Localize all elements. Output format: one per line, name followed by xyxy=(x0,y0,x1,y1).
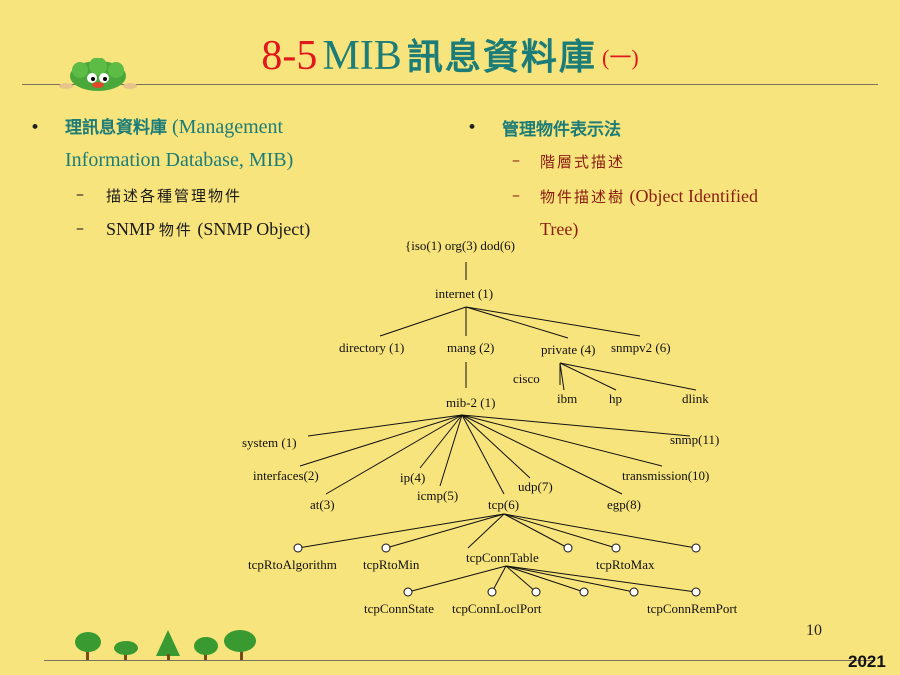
left-bullet-title: 理訊息資料庫 xyxy=(65,118,167,138)
dash: – xyxy=(76,184,84,203)
left-bullet-rest-1: (Management xyxy=(172,116,284,138)
trees-decoration-icon xyxy=(75,630,256,660)
dash: – xyxy=(512,185,520,204)
node-tcpConnRemPort: tcpConnRemPort xyxy=(647,601,738,616)
page-number: 10 xyxy=(806,622,822,639)
left-sub-item-1-text: 描述各種管理物件 xyxy=(106,187,243,205)
left-bullet-rest-2: Information Database, MIB) xyxy=(65,149,294,171)
node-tcpRtoMax: tcpRtoMax xyxy=(596,557,655,572)
bullet-dot: • xyxy=(467,118,478,138)
node-tcpRtoMin: tcpRtoMin xyxy=(363,557,420,572)
node-private: private (4) xyxy=(541,342,596,357)
node-snmp: snmp(11) xyxy=(670,432,719,447)
node-at: at(3) xyxy=(310,497,335,512)
right-sub-item-2-en2: Tree) xyxy=(540,219,579,239)
dash: – xyxy=(76,218,84,237)
slide-title: 8-5 MIB 訊息資料庫 (一) xyxy=(0,28,900,80)
node-interfaces: interfaces(2) xyxy=(253,468,319,483)
node-tcp: tcp(6) xyxy=(488,497,519,512)
title-number: 8-5 xyxy=(261,33,318,79)
node-ip: ip(4) xyxy=(400,470,425,485)
dash: – xyxy=(512,150,520,169)
right-sub-item-2-zh: 物件描述樹 xyxy=(540,188,626,206)
title-mib: MIB xyxy=(322,33,402,79)
node-cisco: cisco xyxy=(513,371,540,386)
node-tcpConnState: tcpConnState xyxy=(364,601,434,616)
node-tcpConnLoclPort: tcpConnLoclPort xyxy=(452,601,542,616)
left-sub-item-2-prefix: SNMP xyxy=(106,219,155,239)
right-bullet: 管理物件表示法 xyxy=(502,113,621,146)
title-paren: (一) xyxy=(602,45,639,70)
node-ibm: ibm xyxy=(557,391,577,406)
left-sub-item-2-zh: 物件 xyxy=(158,221,193,239)
right-sub-item-2: 物件描述樹 (Object Identified Tree) xyxy=(540,180,758,245)
top-divider xyxy=(22,84,878,85)
year-label: 2021 xyxy=(848,652,886,671)
right-bullet-title: 管理物件表示法 xyxy=(502,120,621,140)
node-mib2: mib-2 (1) xyxy=(446,395,495,410)
node-directory: directory (1) xyxy=(339,340,404,355)
node-hp: hp xyxy=(609,391,622,406)
right-sub-item-1: 階層式描述 xyxy=(540,145,625,178)
left-sub-item-2-en: (SNMP Object) xyxy=(197,219,311,239)
node-mang: mang (2) xyxy=(447,340,494,355)
node-tcpRtoAlgorithm: tcpRtoAlgorithm xyxy=(248,557,337,572)
node-transmission: transmission(10) xyxy=(622,468,709,483)
node-internet: internet (1) xyxy=(435,286,493,301)
left-sub-item-1: 描述各種管理物件 xyxy=(106,179,242,212)
node-system: system (1) xyxy=(242,435,297,450)
bullet-dot: • xyxy=(30,118,41,138)
node-egp: egp(8) xyxy=(607,497,641,512)
node-snmpv2: snmpv2 (6) xyxy=(611,340,671,355)
node-dlink: dlink xyxy=(682,391,709,406)
title-chinese: 訊息資料庫 xyxy=(406,37,597,78)
right-sub-item-2-en1: (Object Identified xyxy=(629,186,758,206)
right-sub-item-1-text: 階層式描述 xyxy=(540,153,626,171)
left-sub-item-2: SNMP 物件 (SNMP Object) xyxy=(106,213,310,246)
node-icmp: icmp(5) xyxy=(417,488,458,503)
bottom-divider xyxy=(44,660,874,661)
node-tcpConnTable: tcpConnTable xyxy=(466,550,539,565)
node-udp: udp(7) xyxy=(518,479,553,494)
left-bullet: 理訊息資料庫 (Management Information Database,… xyxy=(65,111,293,176)
node-root: {iso(1) org(3) dod(6) xyxy=(405,238,515,253)
mascot-icon xyxy=(59,58,137,91)
